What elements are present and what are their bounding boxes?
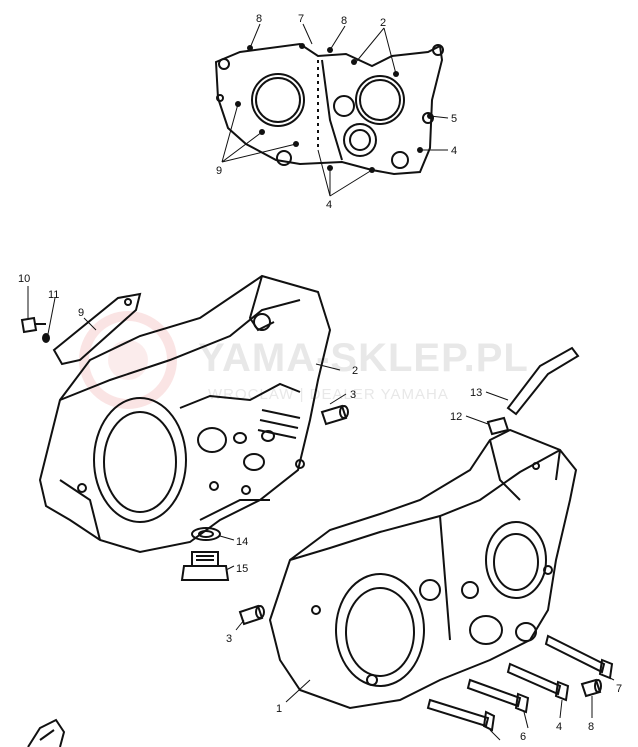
long-bolts [426,634,614,732]
callout-left-11: 11 [48,289,59,301]
callout-right-7: 7 [616,683,622,695]
left-washer-icon [42,333,50,343]
callout-right-1: 1 [276,703,282,715]
left-small-bolt-icon [20,316,46,334]
right-sleeve-icon [238,604,265,626]
watermark-logo-icon [79,311,177,409]
callout-top-5: 5 [451,113,457,125]
callout-left-9: 9 [78,307,84,319]
callout-top-1: 8 [256,13,262,25]
callout-right-4: 4 [556,721,562,733]
callout-left-2: 2 [352,365,358,377]
callout-left-14: 14 [236,536,248,548]
breather-pipe [506,346,580,416]
left-sleeve-icon [320,404,349,426]
drain-plug-icon [180,551,230,581]
callout-left-10: 10 [18,273,30,285]
callout-top-6: 4 [451,145,457,157]
crankcase-gasket [214,42,444,176]
callout-right-8: 8 [588,721,594,733]
left-leader-lines [27,286,347,571]
top-leader-lines [221,23,449,197]
callout-right-3: 3 [226,633,232,645]
left-crankcase-half [38,274,332,554]
breather-cap-icon [486,416,510,436]
drain-washer-icon [191,527,221,541]
callout-left-3: 3 [350,389,356,401]
callout-top-3: 8 [341,15,347,27]
right-crankcase-half [268,428,578,710]
right-leader-lines [235,391,615,741]
callout-top-8: 4 [326,199,332,211]
callout-right-6: 6 [520,731,526,743]
callout-right-12: 12 [450,411,462,423]
callout-top-2: 7 [298,13,304,25]
callout-top-4: 2 [380,17,386,29]
callout-top-7: 9 [216,165,222,177]
left-bracket [52,292,142,366]
partial-part-fragment [27,718,66,747]
callout-left-15: 15 [236,563,248,575]
right-dowel-icon [580,678,602,698]
callout-right-13: 13 [470,387,482,399]
